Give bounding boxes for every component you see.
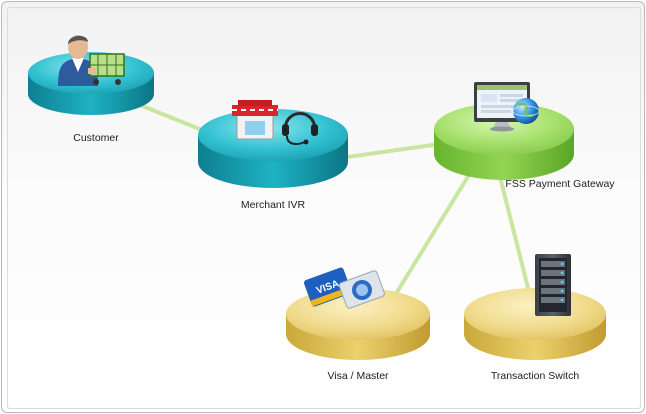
merchant-ivr-label: Merchant IVR (240, 199, 306, 211)
headset-icon (282, 112, 318, 145)
credit-cards-icon: VISA (303, 267, 385, 309)
computer-globe-icon (474, 82, 540, 132)
connector-customer-merchant (133, 101, 204, 132)
server-rack-icon (535, 254, 571, 316)
transaction-switch-label: Transaction Switch (490, 370, 580, 382)
visa-master-label: Visa / Master (327, 370, 389, 382)
diagram-inner-border (7, 7, 641, 409)
storefront-icon (232, 100, 278, 140)
shopper-with-cart-icon (58, 35, 125, 86)
customer-label: Customer (73, 132, 119, 144)
fss-gateway-label: FSS Payment Gateway (505, 178, 615, 190)
connector-gateway-visa (392, 155, 482, 299)
